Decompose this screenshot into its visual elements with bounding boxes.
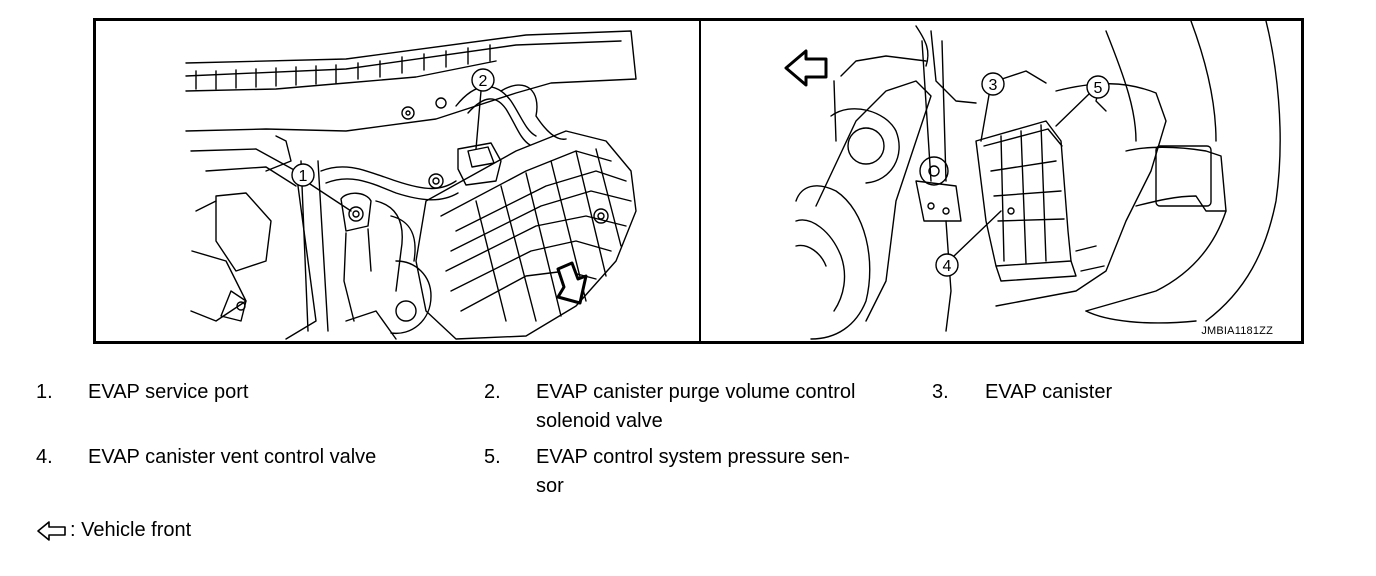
legend-num-4: 4. (36, 446, 53, 468)
callout-2: 2 (471, 68, 495, 150)
callout-1: 1 (291, 163, 352, 212)
legend-text-1: EVAP service port (88, 381, 249, 403)
legend-text-2: EVAP canister purge volume control (536, 381, 856, 403)
vehicle-front-label: : Vehicle front (70, 519, 192, 541)
callout-5: 5 (1055, 75, 1110, 127)
arrow-left-outline-icon (37, 520, 66, 541)
vehicle-front-note: : Vehicle front (36, 516, 191, 545)
legend-num-3: 3. (932, 381, 949, 403)
legend-text-5-cont: sor (536, 475, 564, 497)
callout-3: 3 (980, 72, 1005, 142)
legend-num-1: 1. (36, 381, 53, 403)
legend-num-5: 5. (484, 446, 501, 468)
legend-text-4: EVAP canister vent control valve (88, 446, 377, 468)
right-panel-drawing (784, 21, 1281, 340)
legend-text-2-cont: solenoid valve (536, 410, 663, 432)
svg-text:4: 4 (943, 258, 952, 275)
callout-4: 4 (935, 210, 1002, 277)
svg-text:5: 5 (1094, 80, 1103, 97)
svg-text:3: 3 (989, 77, 998, 94)
front-arrow-icon (784, 49, 828, 87)
legend-text-3: EVAP canister (985, 381, 1113, 403)
left-panel-drawing (185, 30, 637, 340)
diagram-figure: 1 2 (93, 18, 1304, 344)
engine-illustration: 1 2 (185, 21, 1281, 341)
legend-text-5: EVAP control system pressure sen- (536, 446, 850, 468)
legend-num-2: 2. (484, 381, 501, 403)
svg-text:1: 1 (299, 168, 308, 185)
svg-text:2: 2 (479, 73, 488, 90)
figure-code: JMBIA1181ZZ (1201, 325, 1273, 337)
